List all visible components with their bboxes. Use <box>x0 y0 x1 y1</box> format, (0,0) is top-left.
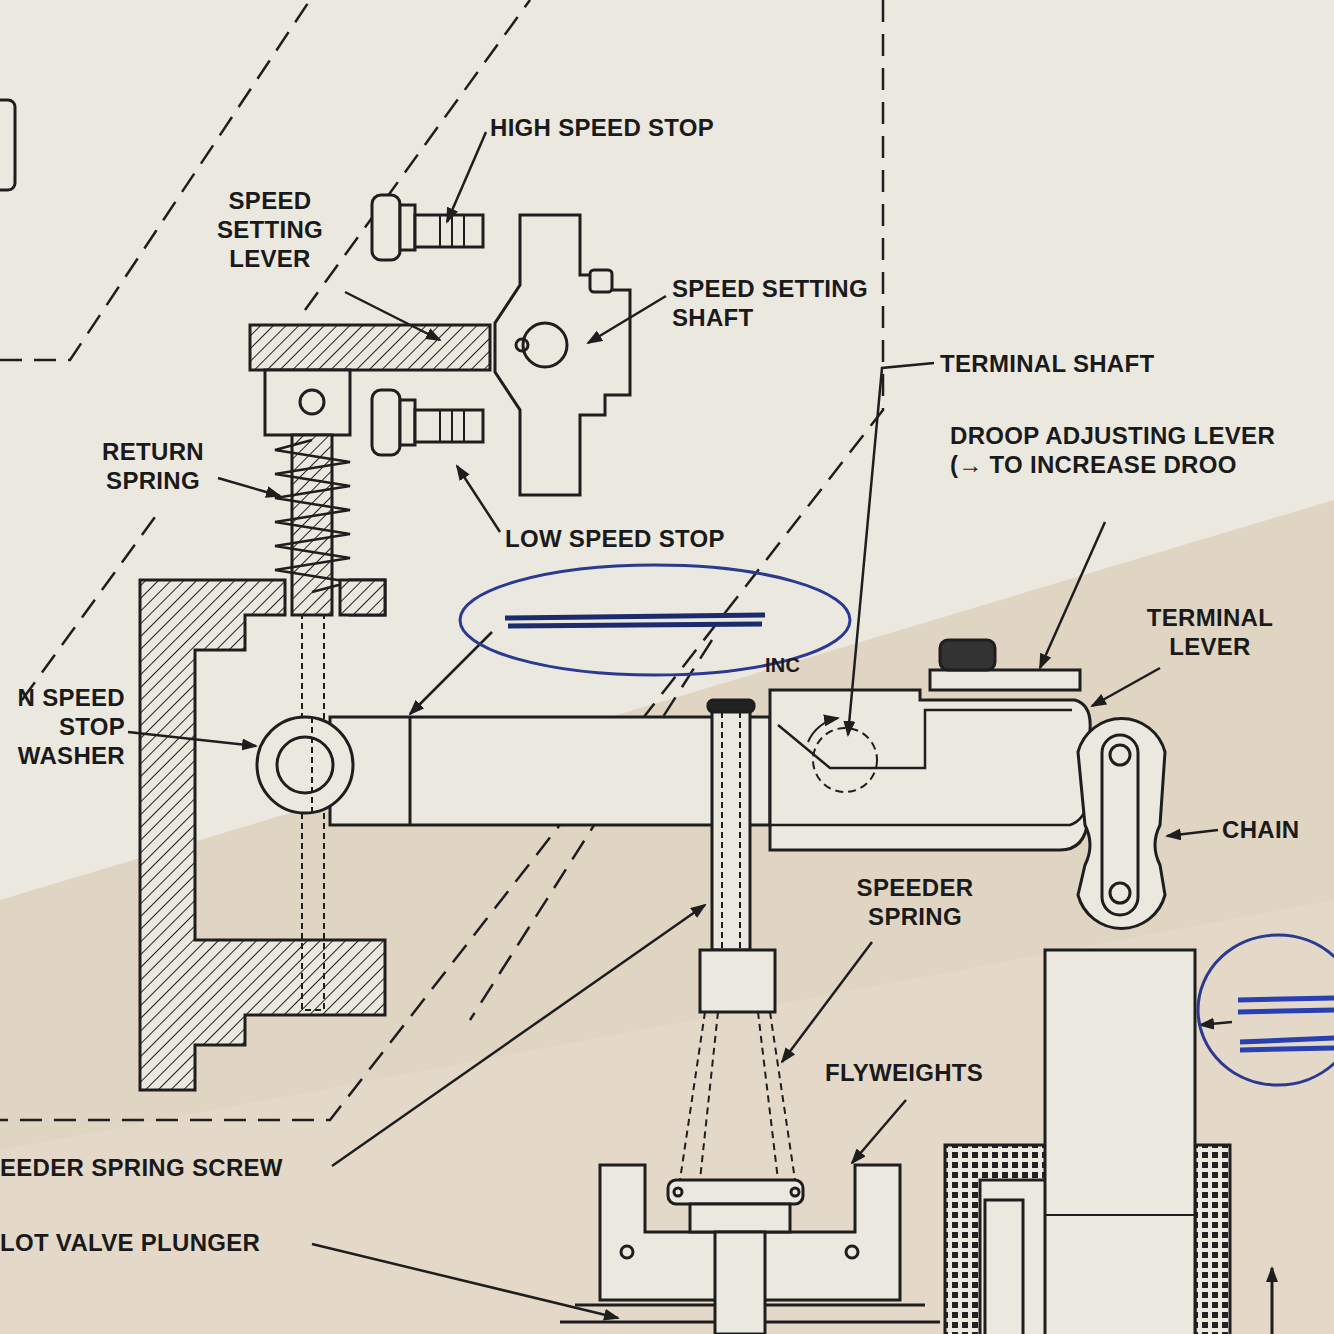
part-label: SPEED SETTING LEVER <box>195 186 345 273</box>
part-label: N SPEED STOP WASHER <box>0 683 125 770</box>
part-label: TERMINAL LEVER <box>1135 603 1285 661</box>
part-label: LOT VALVE PLUNGER <box>0 1228 300 1257</box>
part-label: LOW SPEED STOP <box>505 524 765 553</box>
part-label: DROOP ADJUSTING LEVER (→ TO INCREASE DRO… <box>950 421 1300 479</box>
part-label: SPEEDER SPRING <box>840 873 990 931</box>
part-label: HIGH SPEED STOP <box>490 113 810 142</box>
part-label: FLYWEIGHTS <box>825 1058 1025 1087</box>
part-label: SPEED SETTING SHAFT <box>672 274 912 332</box>
part-label: INC <box>765 651 825 680</box>
part-label: TERMINAL SHAFT <box>940 349 1240 378</box>
part-label: EEDER SPRING SCREW <box>0 1153 320 1182</box>
part-label: CHAIN <box>1222 815 1332 844</box>
part-label: RETURN SPRING <box>88 437 218 495</box>
